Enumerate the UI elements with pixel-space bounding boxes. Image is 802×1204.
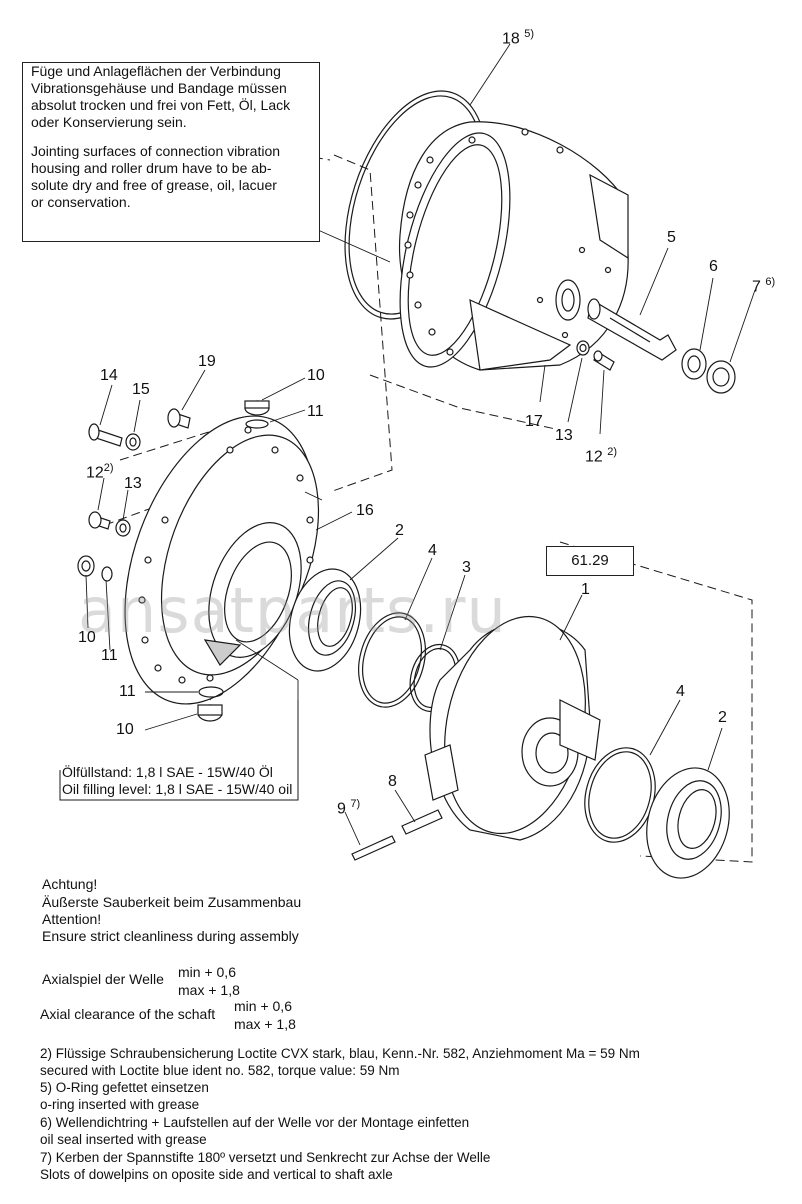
oil-level-en: Oil filling level: 1,8 l SAE - 15W/40 oi… <box>62 781 293 797</box>
plug-19 <box>167 408 191 429</box>
callout-10-top: 10 <box>307 367 325 384</box>
jointing-en-line-3: solute dry and free of grease, oil, lacu… <box>31 177 277 193</box>
axial-en-min: min + 0,6 <box>234 998 292 1014</box>
axial-de-label: Axialspiel der Welle <box>42 971 164 987</box>
axial-de-min: min + 0,6 <box>178 964 236 980</box>
callout-8: 8 <box>388 773 397 790</box>
washer-13-top <box>576 340 590 356</box>
screw-12-left <box>88 511 111 530</box>
axial-en-label: Axial clearance of the schaft <box>40 1006 216 1022</box>
footnote-5-en: o-ring inserted with grease <box>40 1097 200 1112</box>
callout-11-bottom: 11 <box>119 683 136 700</box>
seal-ring-11-top <box>245 419 269 429</box>
attention-en-text: Ensure strict cleanliness during assembl… <box>42 928 299 944</box>
footnote-5-de: 5) O-Ring gefettet einsetzen <box>40 1080 209 1095</box>
cover-bolt-holes <box>138 426 314 684</box>
callout-12-left: 122) <box>86 462 114 482</box>
callout-13-top: 13 <box>555 427 573 444</box>
callout-12-top: 12 2) <box>585 446 618 466</box>
callout-5: 5 <box>667 229 676 246</box>
vibration-housing-17 <box>398 121 629 371</box>
seal-6 <box>681 348 707 380</box>
callout-10-left: 10 <box>78 629 96 646</box>
jointing-en-line-2: housing and roller drum have to be ab- <box>31 160 272 176</box>
jointing-de-line-4: oder Konservierung sein. <box>31 114 187 130</box>
bearing-2-lower <box>646 767 730 879</box>
jointing-de-line-3: absolut trocken und frei von Fett, Öl, L… <box>31 97 291 113</box>
jointing-de-line-2: Vibrationsgehäuse und Bandage müssen <box>31 80 287 96</box>
reference-number-box: 61.29 <box>546 546 634 576</box>
callout-4-lower: 4 <box>676 683 685 700</box>
exciter-housing-1 <box>424 615 601 841</box>
plug-10-top <box>244 400 270 416</box>
shaft-5 <box>587 298 677 361</box>
callout-16: 16 <box>356 502 374 519</box>
bearing-2-upper <box>288 568 362 672</box>
circlip-4-upper <box>358 612 426 708</box>
seal-ring-11-bottom <box>198 686 224 698</box>
side-cover-16 <box>124 415 320 705</box>
seal-ring-11-left <box>101 566 113 582</box>
footnote-7-en: Slots of dowelpins on oposite side and v… <box>40 1167 393 1182</box>
callout-4-upper: 4 <box>428 542 437 559</box>
axial-de-max: max + 1,8 <box>178 982 240 998</box>
plug-10-bottom <box>197 704 223 722</box>
housing-bolt-holes <box>404 128 564 356</box>
callout-13-left: 13 <box>124 475 142 492</box>
dowel-pin-9 <box>351 835 396 861</box>
oil-level-de: Ölfüllstand: 1,8 l SAE - 15W/40 Öl <box>62 764 273 780</box>
oil-level-note: Ölfüllstand: 1,8 l SAE - 15W/40 Öl Oil f… <box>60 680 298 800</box>
bolt-14 <box>88 423 123 447</box>
footnote-2-de: 2) Flüssige Schraubensicherung Loctite C… <box>40 1046 640 1061</box>
callout-2-upper: 2 <box>395 522 404 539</box>
jointing-en-line-4: or conservation. <box>31 194 131 210</box>
callout-11-left: 11 <box>101 647 118 664</box>
watermark: ansatparts.ru <box>78 574 507 647</box>
screw-12-top <box>593 350 615 371</box>
washer-15 <box>125 433 141 451</box>
washer-13-left <box>115 519 131 537</box>
dowel-pin-8 <box>401 809 443 835</box>
footnote-6-en: oil seal inserted with grease <box>40 1132 207 1147</box>
callout-10-bottom: 10 <box>116 721 134 738</box>
axial-en-max: max + 1,8 <box>234 1016 296 1032</box>
callout-19: 19 <box>198 353 216 370</box>
callout-11-top: 11 <box>307 403 324 420</box>
callout-2-lower: 2 <box>718 709 727 726</box>
callout-7: 7 6) <box>752 276 776 296</box>
callout-9: 9 7) <box>337 798 361 818</box>
jointing-note-box: Füge und Anlageflächen der Verbindung Vi… <box>22 62 320 242</box>
callout-3: 3 <box>462 559 471 576</box>
leader-lines <box>85 43 756 846</box>
attention-en-title: Attention! <box>42 911 102 927</box>
callout-15: 15 <box>132 381 150 398</box>
seal-7 <box>706 360 736 394</box>
footnote-6-de: 6) Wellendichtring + Laufstellen auf der… <box>40 1115 470 1130</box>
jointing-en-line-1: Jointing surfaces of connection vibratio… <box>31 143 281 159</box>
callout-14: 14 <box>100 367 118 384</box>
attention-de-title: Achtung! <box>42 876 98 892</box>
plug-10-left <box>77 555 95 577</box>
callout-1: 1 <box>581 581 590 598</box>
footnote-7-de: 7) Kerben der Spannstifte 180º versetzt … <box>40 1150 491 1165</box>
attention-de-text: Äußerste Sauberkeit beim Zusammenbau <box>42 894 302 910</box>
callout-18: 18 5) <box>502 28 535 48</box>
callout-6: 6 <box>709 258 718 275</box>
jointing-de-line-1: Füge und Anlageflächen der Verbindung <box>31 63 281 79</box>
callout-17: 17 <box>525 413 543 430</box>
footnote-2-en: secured with Loctite blue ident no. 582,… <box>40 1063 400 1078</box>
